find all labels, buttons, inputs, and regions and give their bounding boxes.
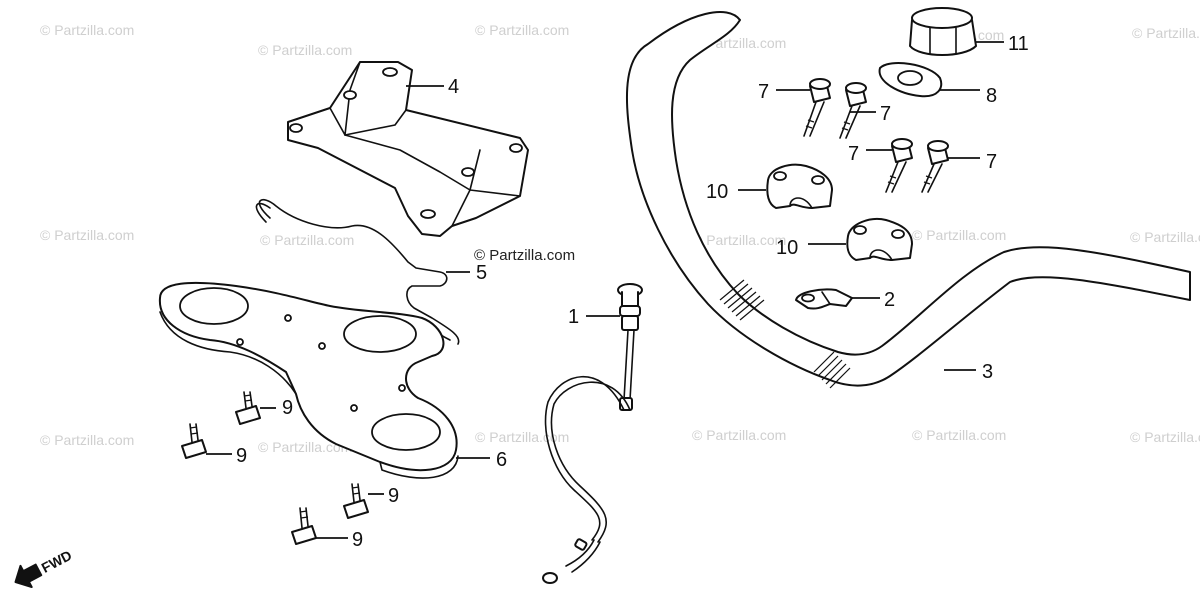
- callout-9a: 9: [282, 397, 293, 419]
- bolt-9a: 9: [235, 391, 293, 425]
- part-10-holders: 10 10: [706, 163, 913, 261]
- callout-10a: 10: [706, 181, 728, 203]
- watermark: © Partzilla.com: [1130, 229, 1200, 245]
- callout-10b: 10: [776, 237, 798, 259]
- callout-9b: 9: [236, 445, 247, 467]
- callout-7c: 7: [848, 143, 859, 165]
- watermark: © Partzilla.com: [1130, 429, 1200, 445]
- holder-10a: 10: [706, 163, 833, 209]
- bolt-9c: 9: [343, 483, 399, 519]
- watermark: © Partzilla.com: [260, 232, 354, 248]
- bolt-7c: 7: [848, 138, 913, 193]
- watermark: © Partzilla.com: [40, 432, 134, 448]
- part-11-nut: 11: [909, 7, 1029, 56]
- callout-9c: 9: [388, 485, 399, 507]
- watermark: © Partzilla.com: [40, 22, 134, 38]
- bolt-7d: 7: [921, 140, 997, 193]
- bolt-9b: 9: [181, 423, 247, 467]
- bolt-7a: 7: [758, 78, 831, 137]
- part-2-clamp: 2: [795, 288, 895, 311]
- part-3-handlebar: 3: [625, 11, 1191, 389]
- watermark: © Partzilla.com: [912, 427, 1006, 443]
- part-7-bolts: 7 7 7: [758, 78, 997, 193]
- callout-3: 3: [982, 361, 993, 383]
- watermark: © Partzilla.com: [912, 227, 1006, 243]
- part-6-lower-plate: 6: [158, 281, 507, 479]
- callout-1: 1: [568, 306, 579, 328]
- bolt-7b: 7: [839, 82, 891, 139]
- callout-2: 2: [884, 289, 895, 311]
- watermark: © Partzilla.com: [258, 439, 352, 455]
- callout-9d: 9: [352, 529, 363, 551]
- callout-7a: 7: [758, 81, 769, 103]
- copyright-label: © Partzilla.com: [474, 247, 575, 264]
- callout-7b: 7: [880, 103, 891, 125]
- part-4-upper-holder: 4: [287, 61, 529, 237]
- callout-11: 11: [1008, 33, 1029, 55]
- watermarks: © Partzilla.com © Partzilla.com © Partzi…: [40, 22, 1200, 455]
- watermark: © Partzilla.com: [692, 427, 786, 443]
- watermark: © Partzilla.com: [258, 42, 352, 58]
- callout-6: 6: [496, 449, 507, 471]
- holder-10b: 10: [776, 218, 913, 261]
- watermark: © Partzilla.com: [692, 232, 786, 248]
- fwd-label: FWD: [39, 547, 75, 576]
- bolt-9d: 9: [291, 507, 363, 551]
- callout-5: 5: [476, 262, 487, 284]
- watermark: © Partzilla.com: [40, 227, 134, 243]
- callout-4: 4: [448, 76, 459, 98]
- callout-8: 8: [986, 85, 997, 107]
- part-9-bolts: 9 9 9 9: [181, 391, 399, 551]
- watermark: © Partzilla.com: [475, 429, 569, 445]
- part-8-washer: 8: [878, 62, 997, 107]
- fwd-arrow: FWD: [14, 547, 75, 589]
- watermark: © Partzilla.com: [475, 22, 569, 38]
- part-1-choke-cable: 1: [542, 283, 643, 584]
- watermark: © Partzilla.com: [1132, 25, 1200, 41]
- callout-7d: 7: [986, 151, 997, 173]
